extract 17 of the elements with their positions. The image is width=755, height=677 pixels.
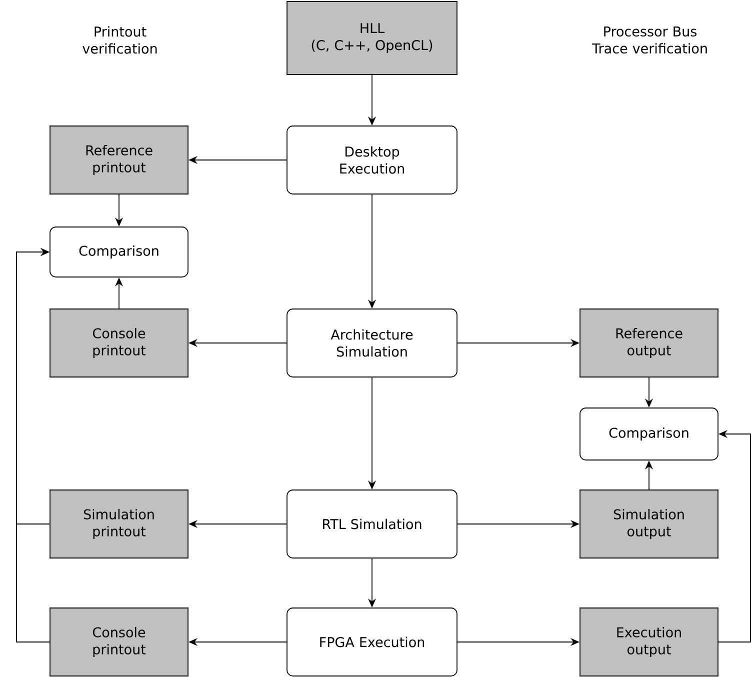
data-box: Simulation printout <box>50 490 188 558</box>
data-box: Reference output <box>580 308 718 378</box>
process-box: Comparison <box>580 408 718 460</box>
column-heading: Printout verification <box>82 26 157 54</box>
process-box: RTL Simulation <box>286 490 458 558</box>
process-box: Comparison <box>50 226 188 278</box>
data-box: Console printout <box>50 608 188 676</box>
process-box: FPGA Execution <box>286 608 458 676</box>
data-box: Execution output <box>580 608 718 676</box>
data-box: Simulation output <box>580 490 718 558</box>
data-box: HLL (C, C++, OpenCL) <box>286 1 458 75</box>
data-box: Console printout <box>50 308 188 378</box>
process-box: Desktop Execution <box>286 126 458 194</box>
data-box: Reference printout <box>50 126 188 194</box>
process-box: Architecture Simulation <box>286 308 458 378</box>
arrow <box>16 248 50 642</box>
column-heading: Processor Bus Trace verification <box>592 26 707 54</box>
